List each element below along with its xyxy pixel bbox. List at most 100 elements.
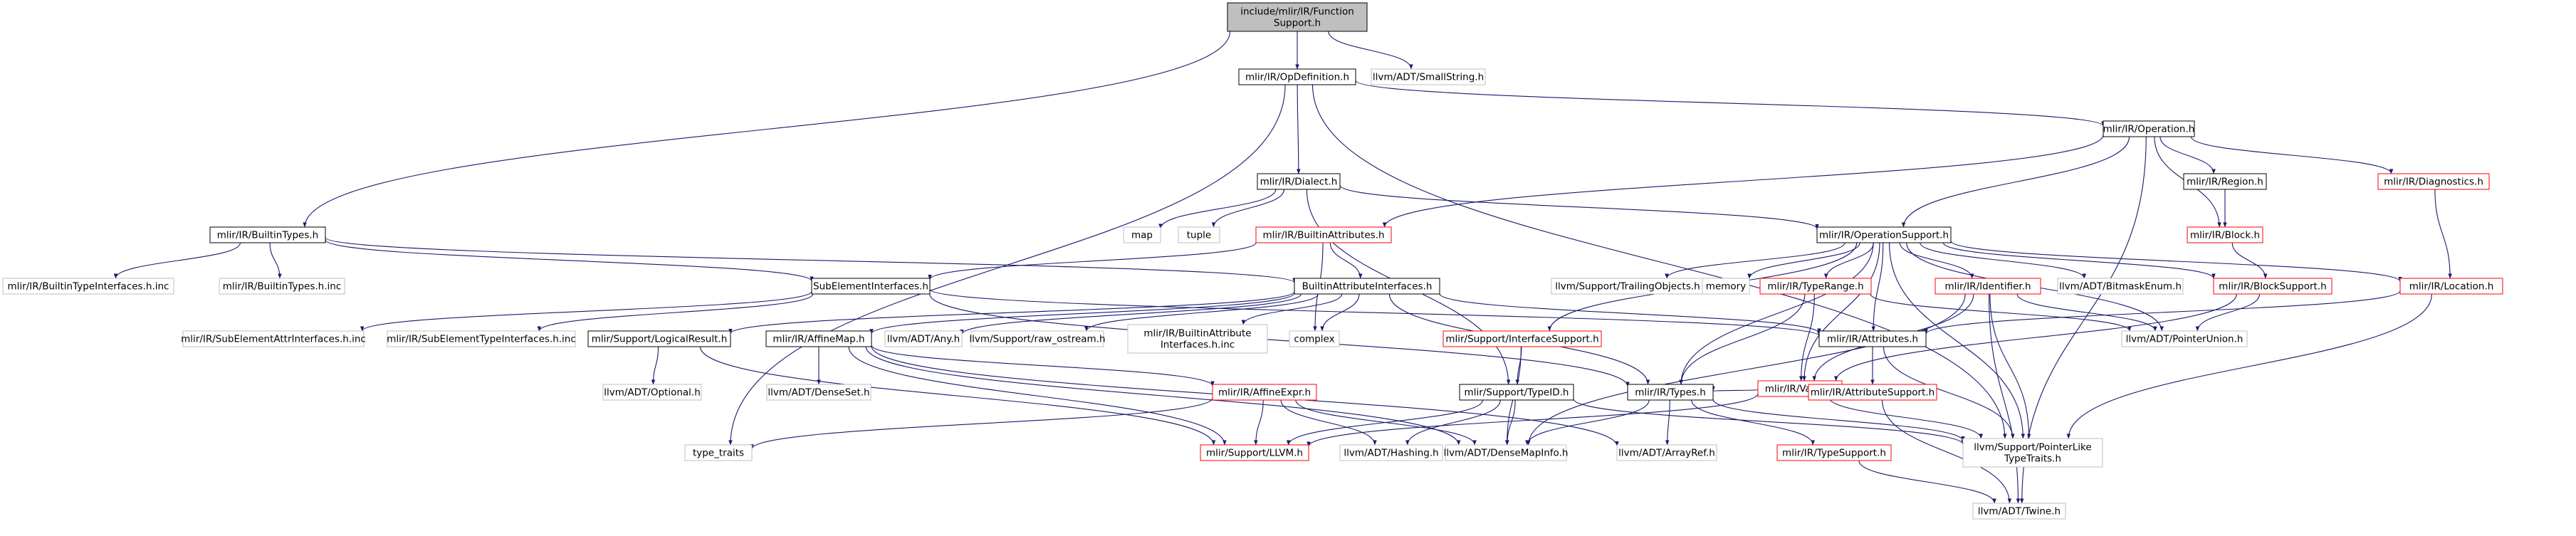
- node-box: [602, 384, 702, 401]
- edge-operation_support-to-block_support: [1942, 242, 2216, 279]
- node-sub-element-interfaces[interactable]: SubElementInterfaces.h: [811, 278, 931, 295]
- node-operation-support[interactable]: mlir/IR/OperationSupport.h: [1816, 226, 1952, 243]
- edge-builtin_attribute_interfaces-to-raw_ostream: [1084, 293, 1319, 332]
- node-label: mlir/Support/TypeID.h: [1465, 387, 1569, 399]
- node-type-range[interactable]: mlir/IR/TypeRange.h: [1759, 278, 1872, 295]
- node-interface-support[interactable]: mlir/Support/InterfaceSupport.h: [1443, 330, 1602, 347]
- node-logical-result[interactable]: mlir/Support/LogicalResult.h: [587, 330, 731, 347]
- edge-operation-to-diagnostics: [2190, 136, 2394, 174]
- edge-identifier-to-pointer_union: [2016, 293, 2157, 332]
- node-builtin-attribute-interfaces[interactable]: BuiltinAttributeInterfaces.h: [1294, 278, 1440, 295]
- edge-dialect-to-operation_support: [1339, 184, 1819, 229]
- edges-layer: [113, 31, 2452, 504]
- node-attribute-support[interactable]: mlir/IR/AttributeSupport.h: [1808, 384, 1937, 401]
- node-box: [1255, 226, 1392, 243]
- node-label: mlir/IR/SubElementTypeInterfaces.h.inc: [387, 334, 576, 345]
- node-box: [1818, 330, 1927, 347]
- node-label: mlir/IR/OpDefinition.h: [1245, 72, 1349, 83]
- node-label: mlir/IR/SubElementAttrInterfaces.h.inc: [181, 334, 366, 345]
- edge-type_range-to-types: [1679, 293, 1806, 385]
- node-label: mlir/IR/Region.h: [2187, 177, 2263, 188]
- node-location[interactable]: mlir/IR/Location.h: [2399, 278, 2503, 295]
- node-bitmask-enum: llvm/ADT/BitmaskEnum.h: [2057, 278, 2184, 295]
- node-memory: memory: [1702, 278, 1750, 295]
- edge-value-to-llvm_h: [1307, 393, 1759, 447]
- node-affine-expr[interactable]: mlir/IR/AffineExpr.h: [1212, 384, 1317, 401]
- node-box: [766, 384, 871, 401]
- edge-builtin_attributes-to-builtin_attribute_interfaces: [1329, 242, 1363, 279]
- node-label: llvm/ADT/PointerUnion.h: [2126, 334, 2243, 345]
- node-label: map: [1131, 230, 1153, 241]
- node-sub-element-attr-interfaces-inc: mlir/IR/SubElementAttrInterfaces.h.inc: [181, 330, 366, 347]
- edge-affine_map-to-dense_map_info: [865, 346, 1461, 446]
- node-label: llvm/ADT/Optional.h: [604, 387, 701, 399]
- node-builtin-attributes[interactable]: mlir/IR/BuiltinAttributes.h: [1255, 226, 1392, 243]
- edge-affine_expr-to-hashing: [1280, 399, 1377, 446]
- edge-operation_support-to-location: [1950, 241, 2402, 282]
- edge-builtin_types-to-builtin_type_interfaces_inc: [113, 242, 241, 279]
- node-block[interactable]: mlir/IR/Block.h: [2187, 226, 2263, 243]
- node-label: mlir/IR/AttributeSupport.h: [1811, 387, 1935, 399]
- node-llvm-h[interactable]: mlir/Support/LLVM.h: [1200, 444, 1309, 461]
- node-op-definition[interactable]: mlir/IR/OpDefinition.h: [1238, 68, 1356, 85]
- node-type-support[interactable]: mlir/IR/TypeSupport.h: [1776, 444, 1892, 461]
- node-box: [2399, 278, 2503, 295]
- node-diagnostics[interactable]: mlir/IR/Diagnostics.h: [2377, 173, 2490, 190]
- node-label: mlir/IR/Dialect.h: [1260, 177, 1338, 188]
- node-block-support[interactable]: mlir/IR/BlockSupport.h: [2213, 278, 2332, 295]
- node-label: mlir/IR/TypeSupport.h: [1782, 448, 1886, 459]
- node-dialect[interactable]: mlir/IR/Dialect.h: [1257, 173, 1341, 190]
- node-box: [2057, 278, 2184, 295]
- node-label: mlir/Support/LogicalResult.h: [592, 334, 728, 345]
- node-builtin-types[interactable]: mlir/IR/BuiltinTypes.h: [209, 226, 326, 243]
- edge-op_definition-to-operation: [1355, 80, 2105, 127]
- edge-type_id-to-llvm_h: [1286, 399, 1483, 446]
- node-box: [2377, 173, 2490, 190]
- edge-diagnostics-to-location: [2434, 189, 2452, 279]
- edge-affine_expr-to-type_traits: [750, 397, 1213, 450]
- node-type-id[interactable]: mlir/Support/TypeID.h: [1459, 384, 1574, 401]
- node-label: llvm/Support/TrailingObjects.h: [1555, 281, 1700, 293]
- node-box: [1227, 2, 1368, 32]
- node-label: SubElementInterfaces.h: [813, 281, 928, 293]
- edge-logical_result-to-llvm_h: [699, 346, 1216, 446]
- node-box: [1238, 68, 1356, 85]
- node-tuple: tuple: [1178, 226, 1220, 243]
- edge-function_support-to-builtin_types: [303, 31, 1231, 228]
- edge-operation_support-to-memory: [1747, 242, 1860, 279]
- node-label: llvm/ADT/ArrayRef.h: [1618, 448, 1715, 459]
- node-builtin-types-inc: mlir/IR/BuiltinTypes.h.inc: [219, 278, 345, 295]
- node-box: [2213, 278, 2332, 295]
- node-operation[interactable]: mlir/IR/Operation.h: [2103, 120, 2195, 137]
- node-box: [2, 278, 174, 295]
- edge-operation-to-operation_support: [1901, 136, 2130, 228]
- node-map: map: [1123, 226, 1161, 243]
- node-label: mlir/IR/BlockSupport.h: [2219, 281, 2326, 293]
- node-box: [1808, 384, 1937, 401]
- node-affine-map[interactable]: mlir/IR/AffineMap.h: [765, 330, 872, 347]
- node-region[interactable]: mlir/IR/Region.h: [2183, 173, 2267, 190]
- node-dense-map-info: llvm/ADT/DenseMapInfo.h: [1444, 444, 1568, 461]
- node-box: [811, 278, 931, 295]
- node-identifier[interactable]: mlir/IR/Identifier.h: [1934, 278, 2041, 295]
- node-label: mlir/IR/BuiltinTypes.h.inc: [223, 281, 342, 293]
- node-box: [1776, 444, 1892, 461]
- node-label: mlir/IR/Diagnostics.h: [2384, 177, 2483, 188]
- node-label: llvm/ADT/Hashing.h: [1344, 448, 1438, 459]
- node-label: llvm/Support/PointerLike: [1974, 442, 2091, 453]
- edge-operation_support-to-pointer_like_type_traits: [1888, 242, 2026, 439]
- node-small-string: llvm/ADT/SmallString.h: [1371, 68, 1486, 85]
- node-array-ref: llvm/ADT/ArrayRef.h: [1616, 444, 1717, 461]
- node-box: [1294, 278, 1440, 295]
- edge-operation_support-to-value: [1802, 242, 1880, 382]
- edge-builtin_attributes-to-sub_element_interfaces: [928, 242, 1257, 280]
- node-types[interactable]: mlir/IR/Types.h: [1627, 384, 1714, 401]
- node-attributes[interactable]: mlir/IR/Attributes.h: [1818, 330, 1927, 347]
- edge-types-to-type_support: [1691, 399, 1816, 446]
- edge-builtin_attribute_interfaces-to-affine_map: [869, 293, 1295, 335]
- edge-logical_result-to-optional: [651, 346, 659, 385]
- node-box: [1200, 444, 1309, 461]
- edge-op_definition-to-pointer_like_type_traits: [1311, 84, 2007, 439]
